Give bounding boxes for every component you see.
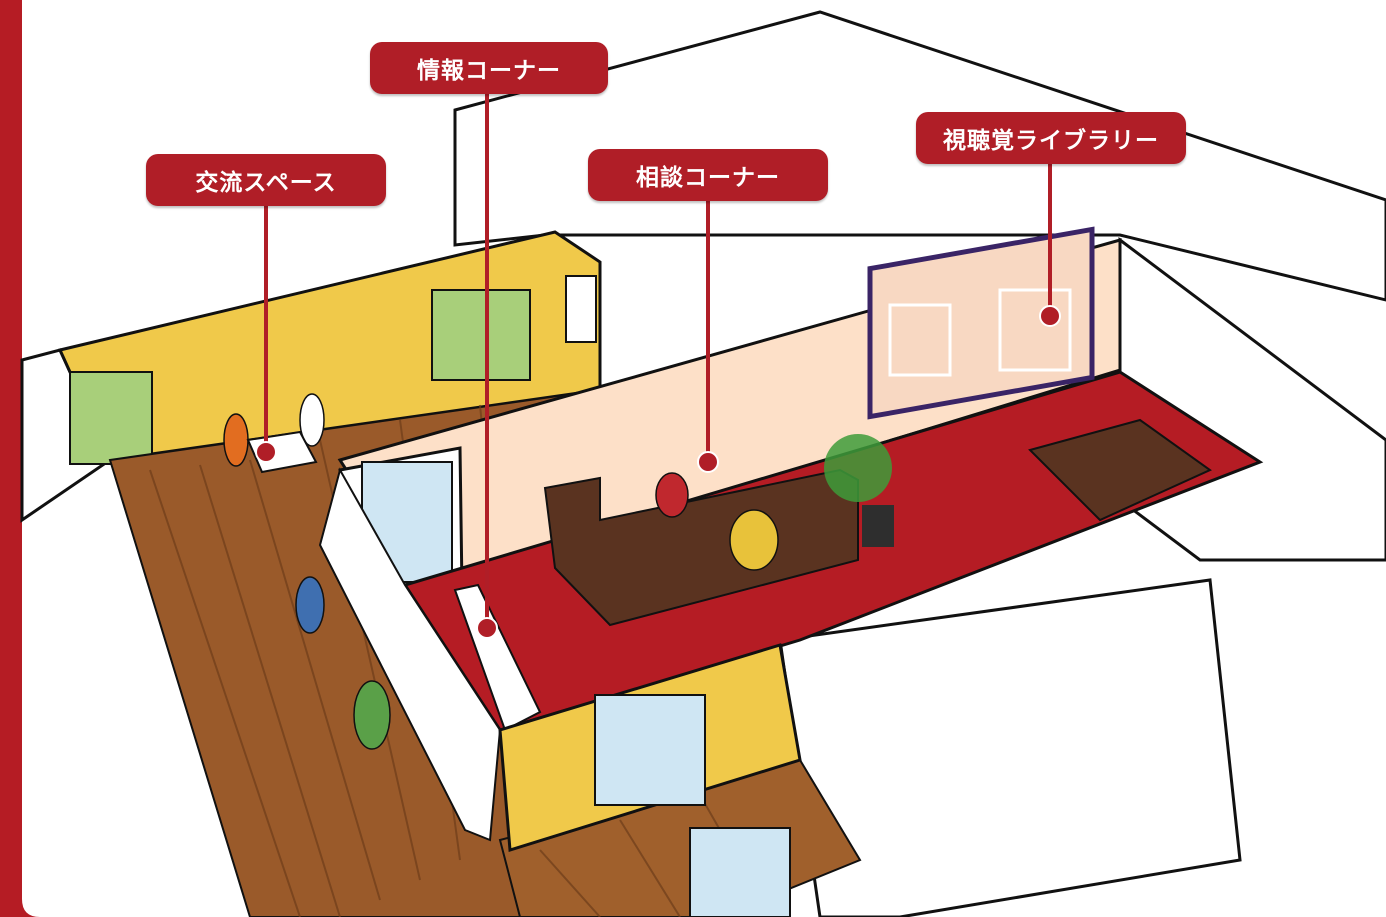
anchor-exchange <box>255 441 277 463</box>
people <box>223 393 779 750</box>
anchor-consultation <box>697 451 719 473</box>
library-table <box>1028 418 1212 522</box>
plant-pot <box>862 505 894 547</box>
door-left <box>69 371 153 465</box>
leader-lines <box>264 94 1052 628</box>
anchor-info <box>476 617 498 639</box>
callout-consultation-corner: 相談コーナー <box>588 149 828 201</box>
glass-door-bottom <box>689 827 791 917</box>
callout-info-corner: 情報コーナー <box>370 42 608 94</box>
callout-av-library: 視聴覚ライブラリー <box>916 112 1186 164</box>
glass-door-front <box>594 694 706 806</box>
plant-leaves <box>824 434 892 502</box>
brochure-rack <box>453 583 542 732</box>
callout-exchange-space: 交流スペース <box>146 154 386 206</box>
screen-sketch <box>888 288 1072 377</box>
door-center <box>431 289 531 381</box>
front-right-block <box>778 578 1242 917</box>
anchor-av <box>1039 305 1061 327</box>
window-right <box>565 275 597 343</box>
anchor-dots <box>255 305 1061 639</box>
